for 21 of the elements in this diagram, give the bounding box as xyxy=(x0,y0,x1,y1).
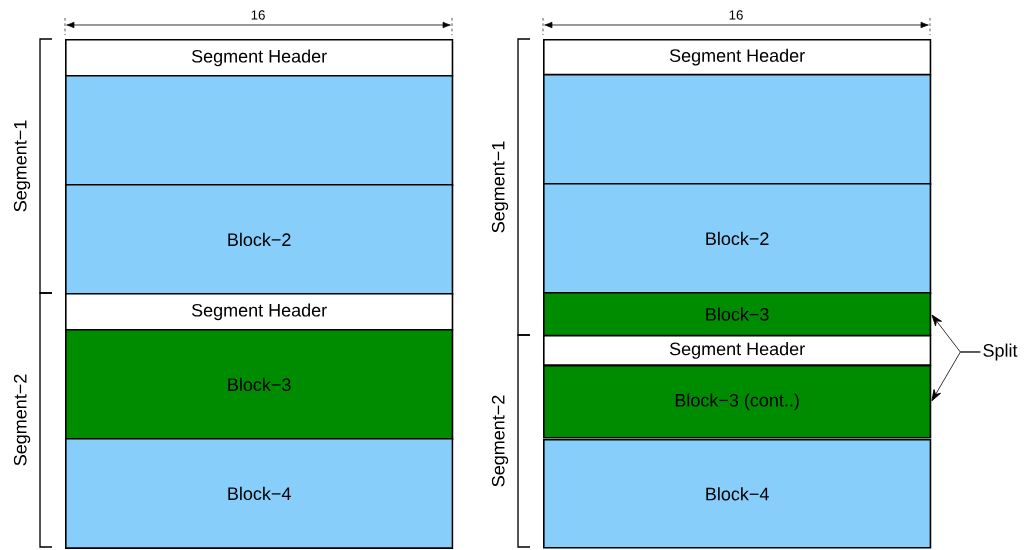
dimension-label: 16 xyxy=(251,10,265,20)
block-box: Block−2 xyxy=(65,184,454,295)
dimension-label: 16 xyxy=(729,10,743,20)
arrow xyxy=(931,351,981,402)
block-box xyxy=(65,75,454,186)
segment-label: Segment−1 xyxy=(13,120,31,212)
header-box: Segment Header xyxy=(65,39,454,77)
split-label: Split xyxy=(983,343,1018,361)
block-box xyxy=(543,74,932,185)
header-box: Segment Header xyxy=(543,39,932,76)
header-box: Segment Header xyxy=(543,335,932,366)
segment-label: Segment−1 xyxy=(491,141,509,233)
segment-label: Segment−2 xyxy=(491,395,509,487)
header-box: Segment Header xyxy=(65,293,454,331)
segment-label: Segment−2 xyxy=(13,374,31,466)
block-box: Block−4 xyxy=(543,439,932,549)
block-box: Block−3 xyxy=(543,292,932,337)
block-box: Block−2 xyxy=(543,183,932,294)
block-box: Block−3 (cont..) xyxy=(543,365,932,439)
block-box: Block−4 xyxy=(65,438,454,549)
block-box: Block−3 xyxy=(65,329,454,440)
